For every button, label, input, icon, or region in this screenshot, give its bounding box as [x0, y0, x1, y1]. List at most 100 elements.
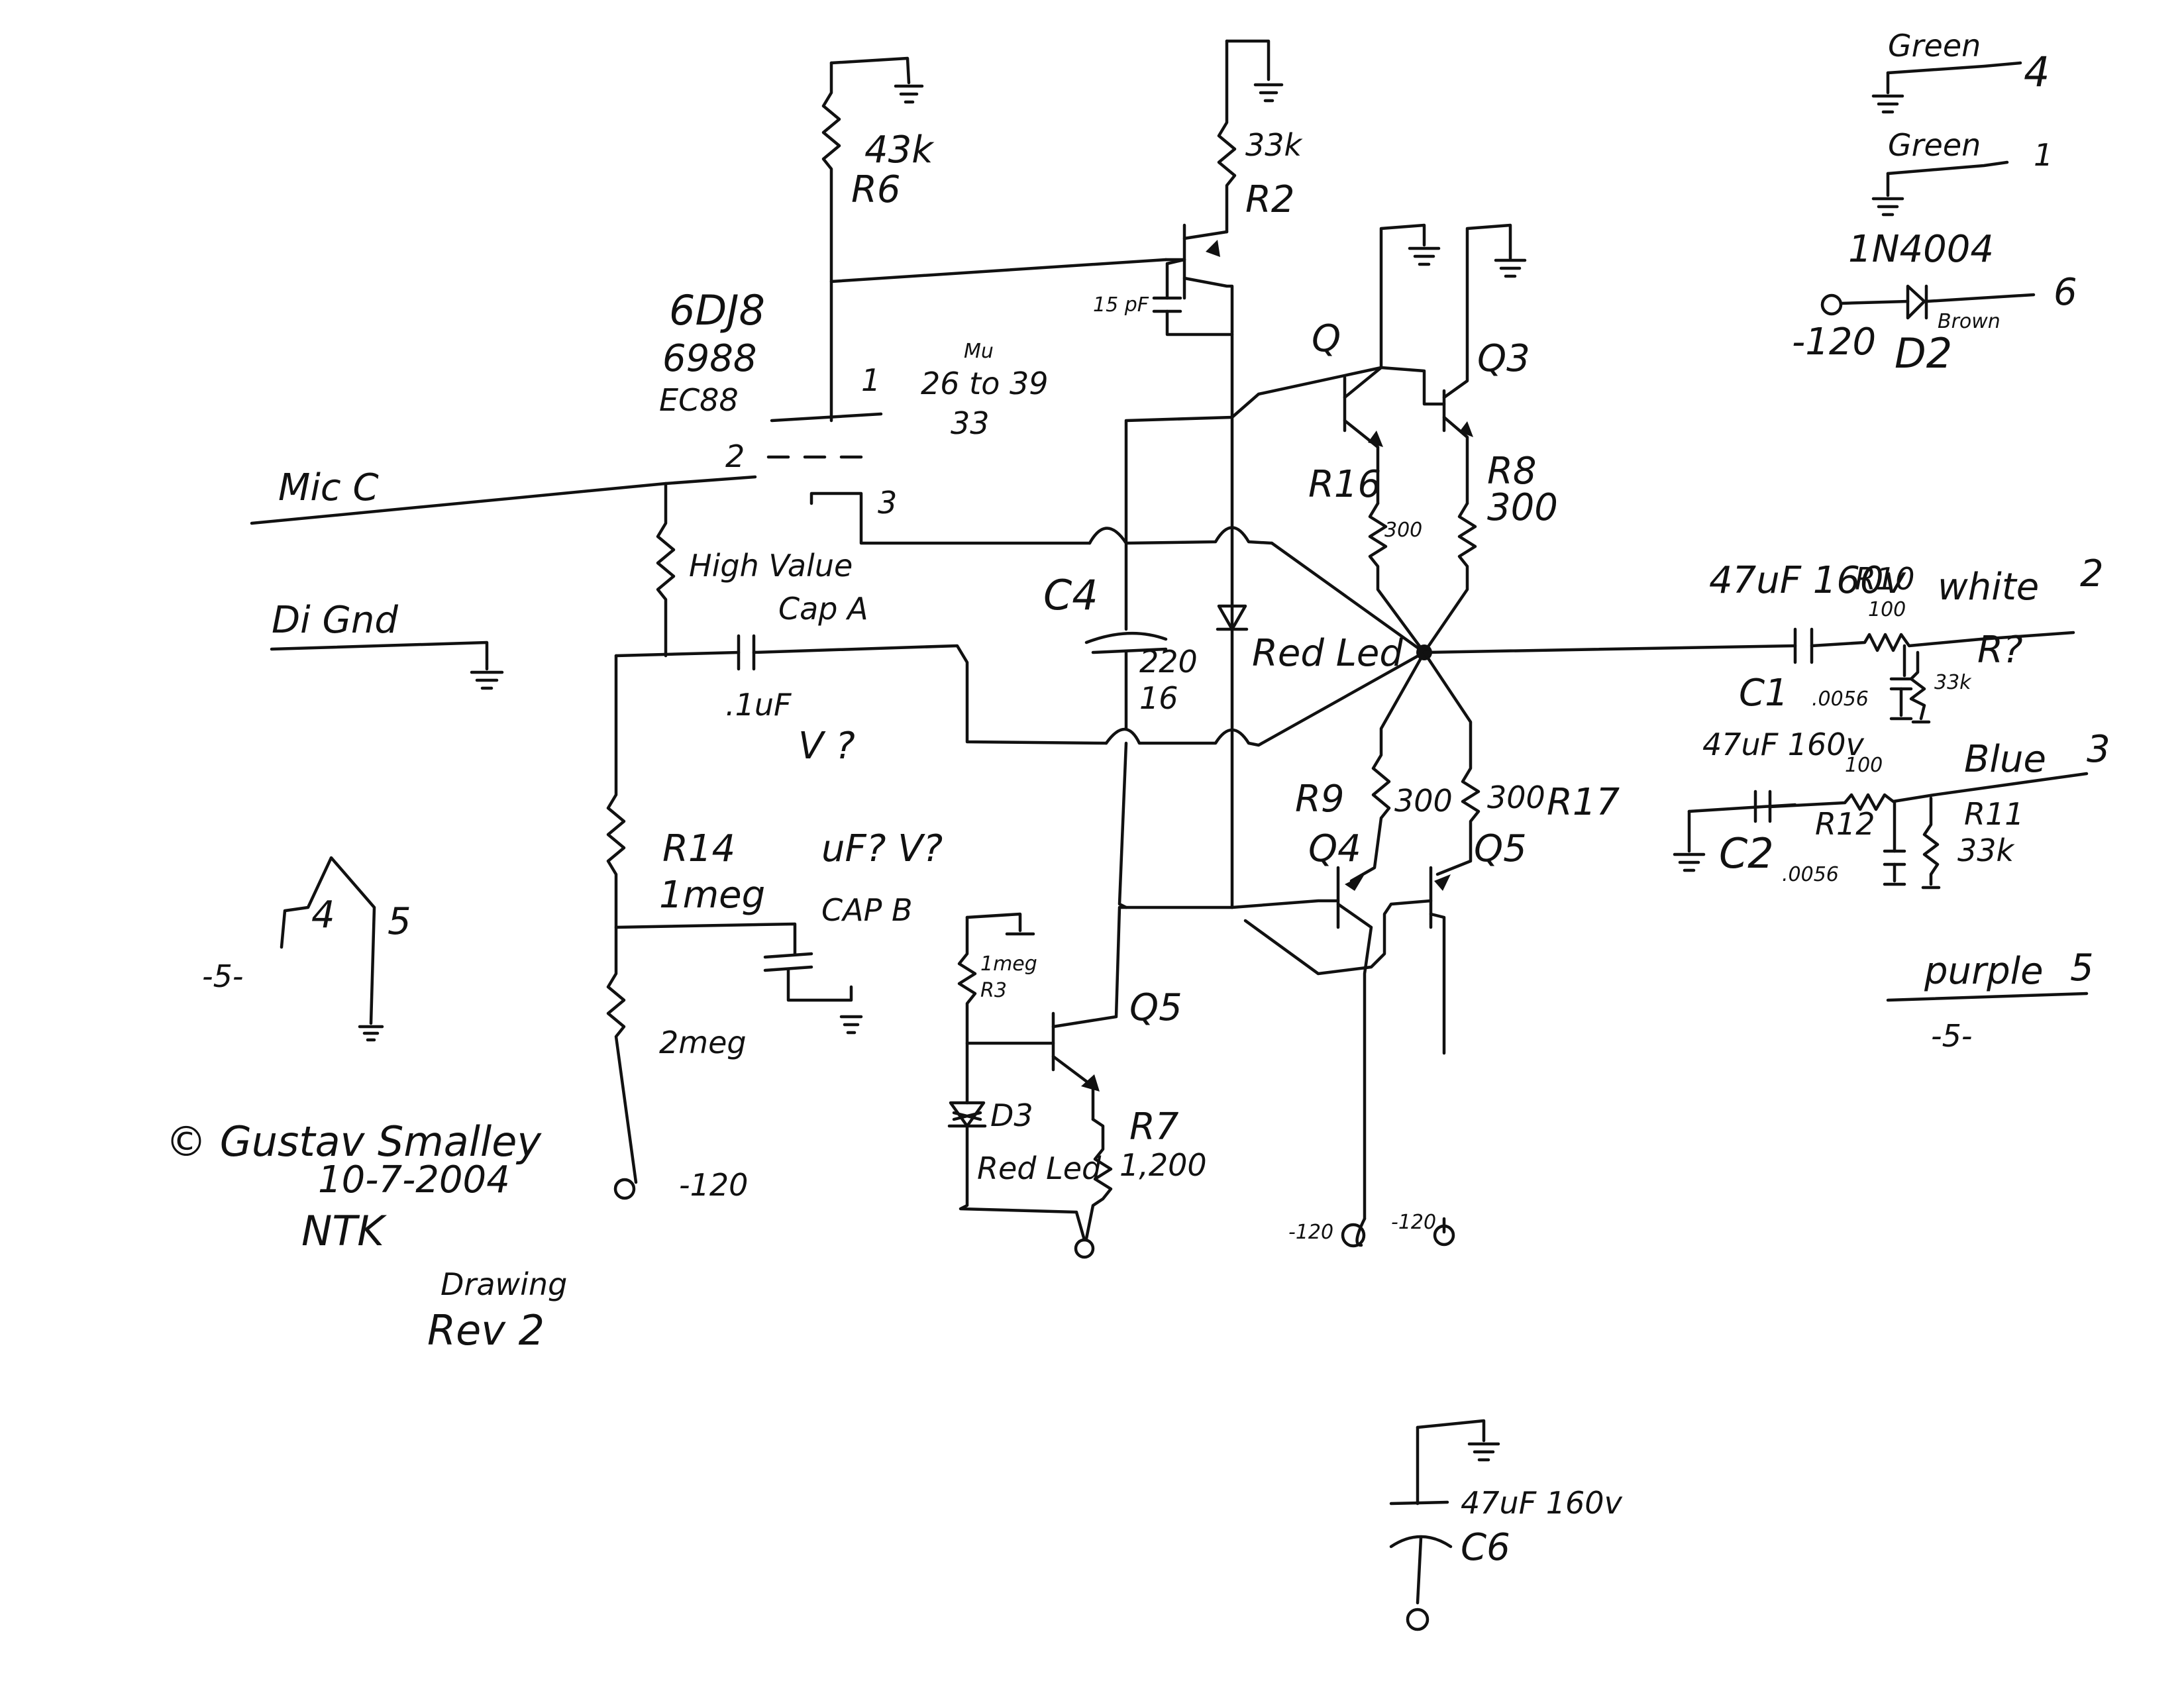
cap-b-label: CAP B: [821, 892, 913, 928]
r8-value: 300: [1487, 486, 1558, 529]
r14-and-2meg-divider: [606, 654, 797, 1200]
q5-right-transistor: [1243, 866, 1455, 1247]
fet-transistor: [1152, 223, 1234, 336]
q4-label: Q4: [1308, 827, 1361, 870]
tube-type-1: 6DJ8: [669, 286, 765, 334]
r14-value: 1meg: [659, 874, 765, 917]
minus120-left-label: -120: [679, 1167, 748, 1203]
tube-pin-1: 1: [861, 362, 880, 398]
r8-label: R8: [1487, 450, 1537, 493]
q4-transistor: [1230, 866, 1373, 1221]
r11-label: R11: [1964, 796, 2024, 832]
output-pin-4: 4: [2024, 48, 2050, 96]
output-pin-1: 1: [2034, 137, 2053, 173]
rev-label: Rev 2: [427, 1306, 545, 1355]
output-pin-5: 5: [2070, 947, 2094, 990]
minus5-right-label: -5-: [1931, 1018, 1972, 1054]
plate-to-node: [1270, 541, 1426, 654]
c4-value-b: 16: [1139, 680, 1178, 716]
brown-label: Brown: [1938, 310, 2001, 333]
tube-symbol: [766, 412, 1092, 545]
tube-pin-3: 3: [878, 485, 897, 521]
r-2meg-value: 2meg: [659, 1025, 747, 1060]
r9-label: R9: [1295, 778, 1345, 821]
r3-value: 1meg: [980, 952, 1037, 976]
d2-part-label: 1N4004: [1848, 228, 1994, 271]
mu-label: Mu: [964, 340, 994, 363]
r3-resistor: [957, 912, 1055, 1045]
d3-led: [947, 1041, 1086, 1242]
d2-diode: [1820, 284, 2036, 320]
r6-value-label: 43k: [864, 128, 935, 172]
di-gnd-label: Di Gnd: [272, 599, 398, 642]
r3-label: R3: [980, 979, 1007, 1002]
purple-label: purple: [1924, 950, 2044, 993]
r6-resistor-branch: [821, 56, 1168, 423]
r17-label: R17: [1547, 781, 1620, 824]
r12-value: 100: [1845, 754, 1883, 777]
r17-resistor: [1422, 650, 1481, 876]
drawing-label: Drawing: [441, 1266, 567, 1302]
r-33k-label: 33k: [1934, 671, 1972, 694]
q5-lower-label: Q5: [1129, 986, 1182, 1029]
r16-resistor: [1368, 501, 1426, 654]
minus120-d2-label: -120: [1792, 321, 1876, 364]
c4-capacitor-branch: [1084, 415, 1426, 909]
c2-label: C2: [1719, 829, 1774, 878]
q5-lower-transistor: [1051, 905, 1128, 1121]
r11-value: 33k: [1957, 833, 2016, 868]
r9-resistor: [1349, 650, 1426, 883]
red-led-label: Red Led: [1252, 632, 1403, 675]
cap-a: [614, 634, 1108, 745]
r-unknown-label: R?: [1977, 629, 2023, 672]
r10-value: 100: [1868, 598, 1906, 621]
q-unlabeled-label: Q: [1312, 317, 1341, 360]
r16-value: 300: [1384, 519, 1422, 542]
output-pin-2: 2: [2080, 552, 2104, 595]
mu-range-label: 26 to 39: [921, 366, 1049, 401]
mu-nominal-label: 33: [951, 405, 990, 441]
di-gnd-line: [270, 640, 504, 690]
cap-a-label: Cap A: [778, 591, 868, 627]
fork-pin-5-label: 5: [388, 900, 411, 943]
c4-value-a: 220: [1139, 644, 1198, 680]
c2-cap-label: 47uF 160v: [1702, 727, 1865, 762]
c1-value: .0056: [1812, 688, 1869, 711]
high-value-resistor: [656, 482, 676, 658]
c1-label: C1: [1739, 672, 1789, 715]
q3-label: Q3: [1477, 337, 1530, 380]
c6-label: C6: [1461, 1526, 1510, 1569]
r16-label: R16: [1308, 463, 1381, 506]
minus120-mid-label: -120: [1288, 1221, 1333, 1244]
red-led-top: [1216, 604, 1249, 631]
fork-pin-4-label: 4: [311, 894, 335, 937]
tube-pin-2: 2: [725, 438, 745, 474]
date-label: 10-7-2004: [318, 1158, 510, 1202]
d2-label: D2: [1895, 329, 1952, 378]
tube-type-2: 6988: [662, 337, 757, 380]
r2-label: R2: [1245, 178, 1295, 221]
red-led-2-label: Red Led: [977, 1151, 1102, 1186]
output-pin-3: 3: [2087, 728, 2110, 771]
r7-resistor: [1074, 1117, 1113, 1259]
r2-value-label: 33k: [1245, 127, 1304, 163]
output-pin-6: 6: [2054, 271, 2077, 314]
tube-type-3: EC88: [659, 382, 739, 418]
r12-label: R12: [1815, 806, 1875, 842]
r8-resistor: [1422, 501, 1477, 654]
cap-15pf-label: 15 pF: [1093, 293, 1149, 317]
cap-b: [763, 952, 863, 1035]
green-top-label: Green: [1888, 28, 1981, 64]
white-label: white: [1938, 566, 2039, 609]
r7-label: R7: [1129, 1105, 1179, 1149]
c4-label: C4: [1043, 571, 1098, 619]
minus120-terminals: [1341, 1217, 1367, 1248]
output-c1-branch: [1422, 627, 2075, 724]
r9-value: 300: [1394, 783, 1453, 819]
r7-value: 1,200: [1119, 1147, 1207, 1183]
c1-cap-label: 47uF 160v: [1709, 559, 1906, 602]
r10-label: R10: [1855, 561, 1915, 597]
copyright-label: © Gustav Smalley: [166, 1117, 542, 1166]
c6-value: 47uF 160v: [1461, 1485, 1623, 1521]
